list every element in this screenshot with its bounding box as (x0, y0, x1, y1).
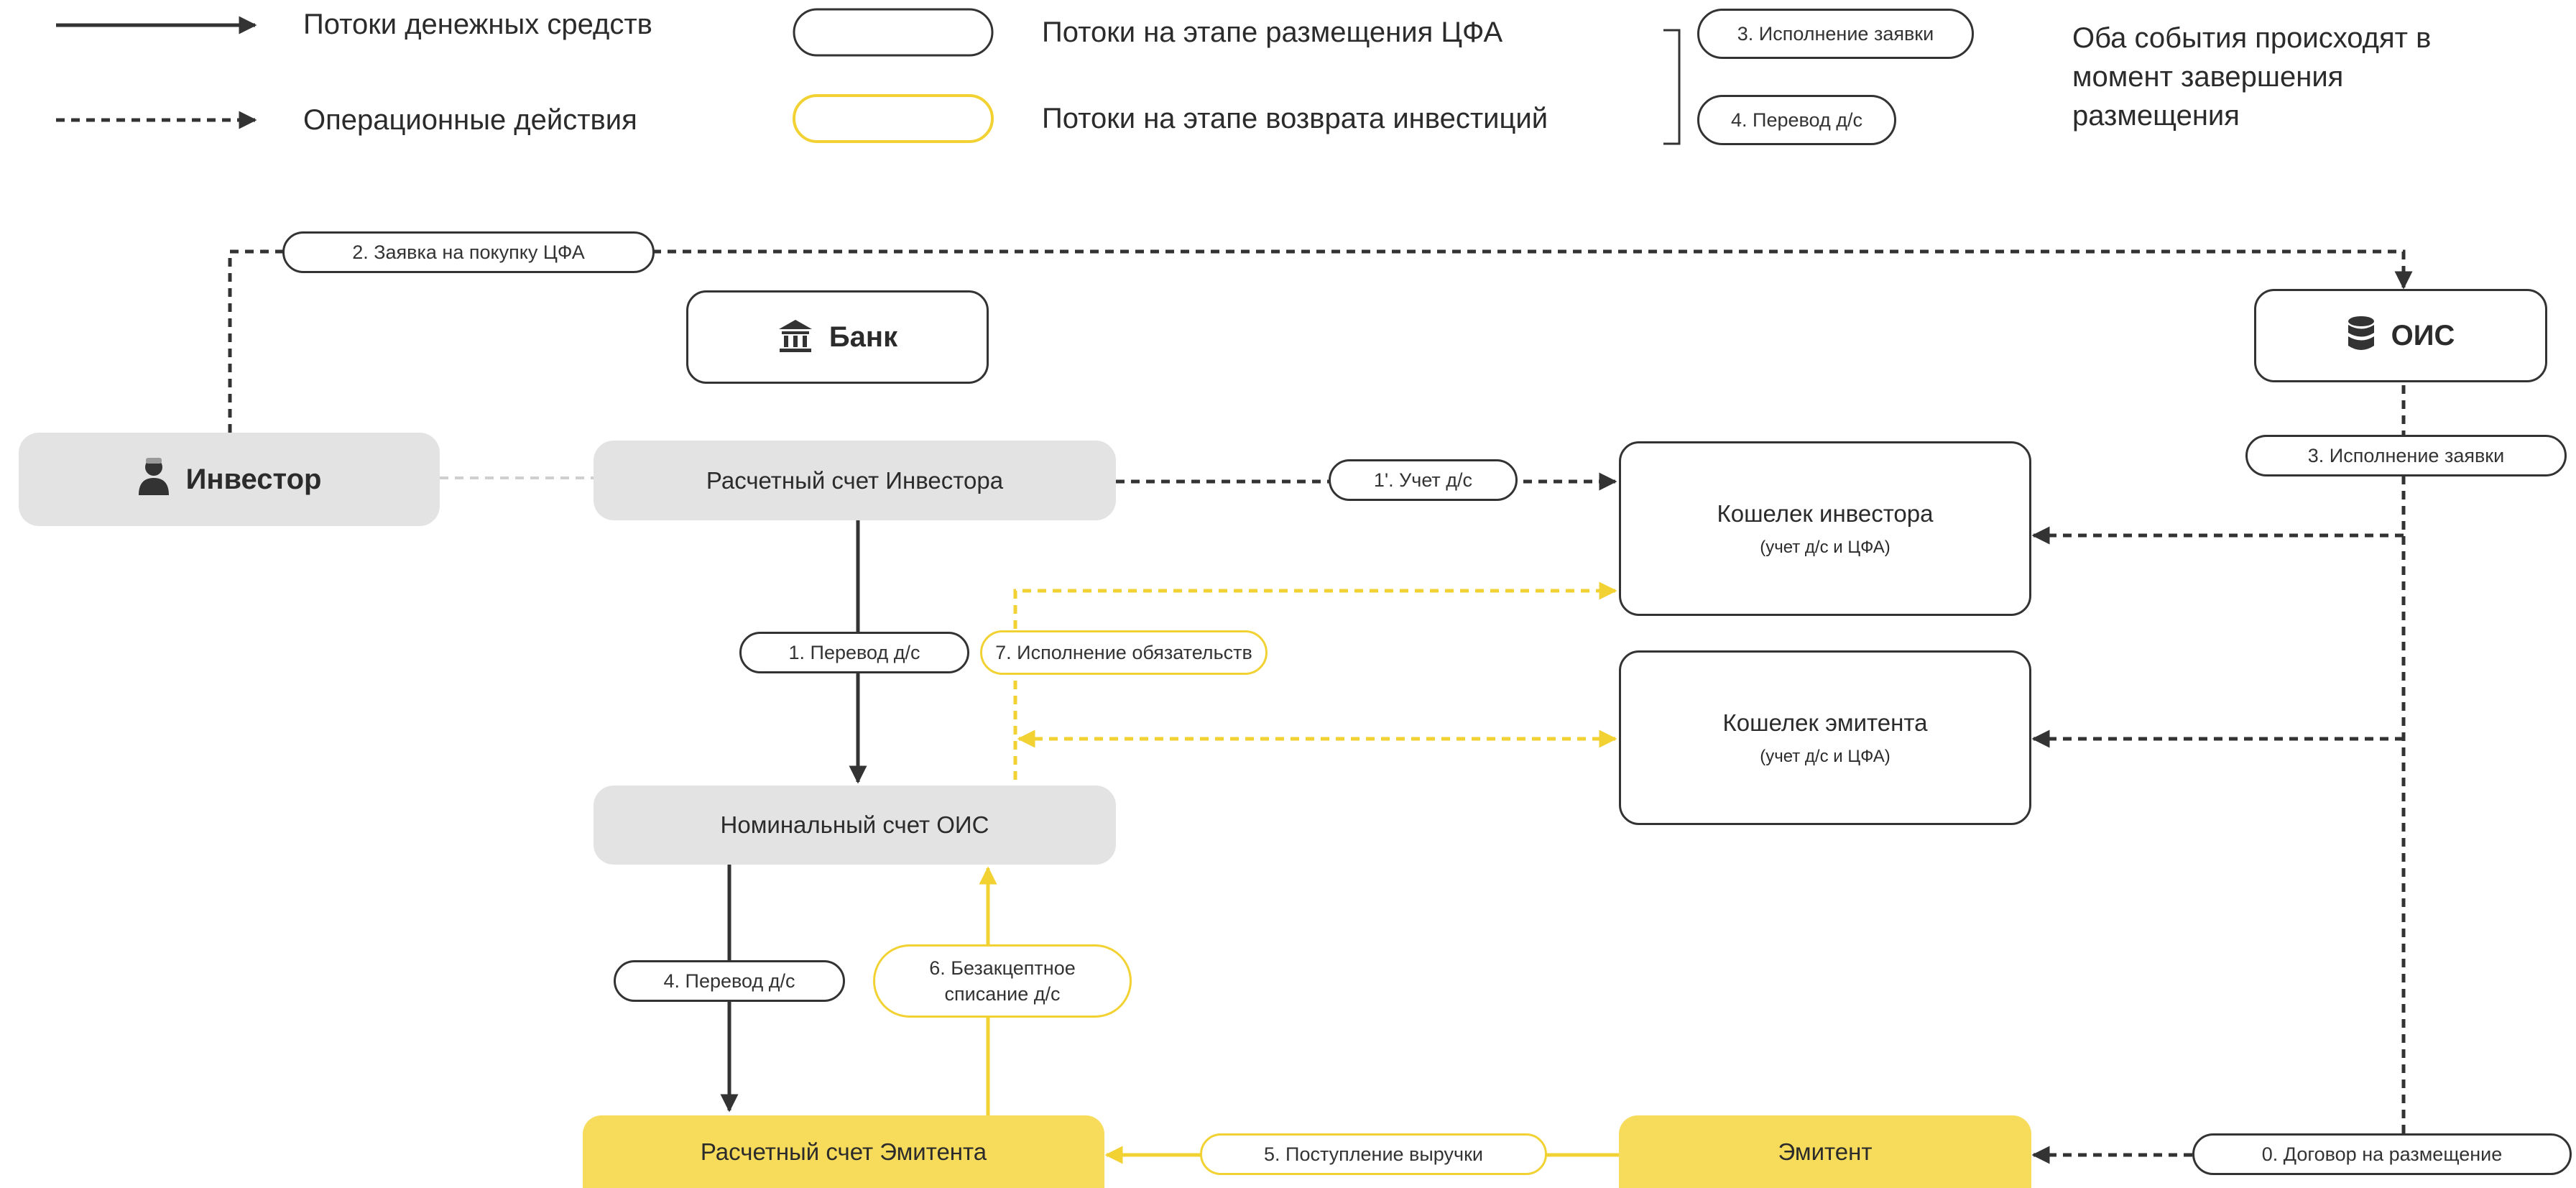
legend-order-execution-pill: 3. Исполнение заявки (1697, 9, 1974, 59)
person-icon (137, 456, 170, 502)
legend-return-label: Потоки на этапе возврата инвестиций (1042, 103, 1548, 134)
issuer-account-node: Расчетный счет Эмитента (583, 1115, 1104, 1188)
issuer-node: Эмитент (1619, 1115, 2031, 1188)
direct-debit-label: 6. Безакцептное списание д/с (873, 944, 1132, 1018)
investor-title: Инвестор (185, 463, 322, 495)
legend-money-flows-label: Потоки денежных средств (303, 9, 652, 40)
legend-operational-label: Операционные действия (303, 104, 637, 136)
investor-wallet-node: Кошелек инвестора (учет д/с и ЦФА) (1619, 441, 2031, 616)
transfer-1-label: 1. Перевод д/с (739, 632, 969, 673)
legend-note: Оба события происходят в момент завершен… (2072, 22, 2432, 132)
investor-node: Инвестор (19, 433, 440, 526)
issuer-wallet-title: Кошелек эмитента (1722, 709, 1928, 736)
bank-title: Банк (828, 321, 898, 353)
proceeds-label: 5. Поступление выручки (1200, 1133, 1547, 1175)
issuer-wallet-subtitle: (учет д/с и ЦФА) (1760, 746, 1891, 766)
database-icon (2347, 316, 2376, 356)
purchase-request-label: 2. Заявка на покупку ЦФА (282, 231, 655, 273)
legend-return-swatch (793, 94, 994, 143)
legend-placement-label: Потоки на этапе размещения ЦФА (1042, 17, 1503, 48)
investor-wallet-title: Кошелек инвестора (1717, 499, 1934, 527)
accounting-label: 1'. Учет д/с (1329, 459, 1518, 501)
legend-transfer-pill: 4. Перевод д/с (1697, 95, 1896, 145)
ois-node: ОИС (2254, 289, 2547, 382)
legend-bracket (1663, 29, 1681, 145)
ois-title: ОИС (2391, 319, 2455, 351)
obligations-label: 7. Исполнение обязательств (980, 630, 1268, 675)
legend-placement-swatch (793, 8, 994, 57)
nominal-account-node: Номинальный счет ОИС (594, 786, 1116, 865)
investor-wallet-subtitle: (учет д/с и ЦФА) (1760, 537, 1891, 557)
placement-agreement-label: 0. Договор на размещение (2192, 1133, 2572, 1175)
bank-node: Банк (686, 290, 989, 384)
investor-account-node: Расчетный счет Инвестора (594, 441, 1116, 520)
order-execution-label: 3. Исполнение заявки (2245, 435, 2567, 476)
bank-icon (777, 318, 813, 357)
issuer-wallet-node: Кошелек эмитента (учет д/с и ЦФА) (1619, 650, 2031, 825)
transfer-4-label: 4. Перевод д/с (614, 960, 845, 1002)
